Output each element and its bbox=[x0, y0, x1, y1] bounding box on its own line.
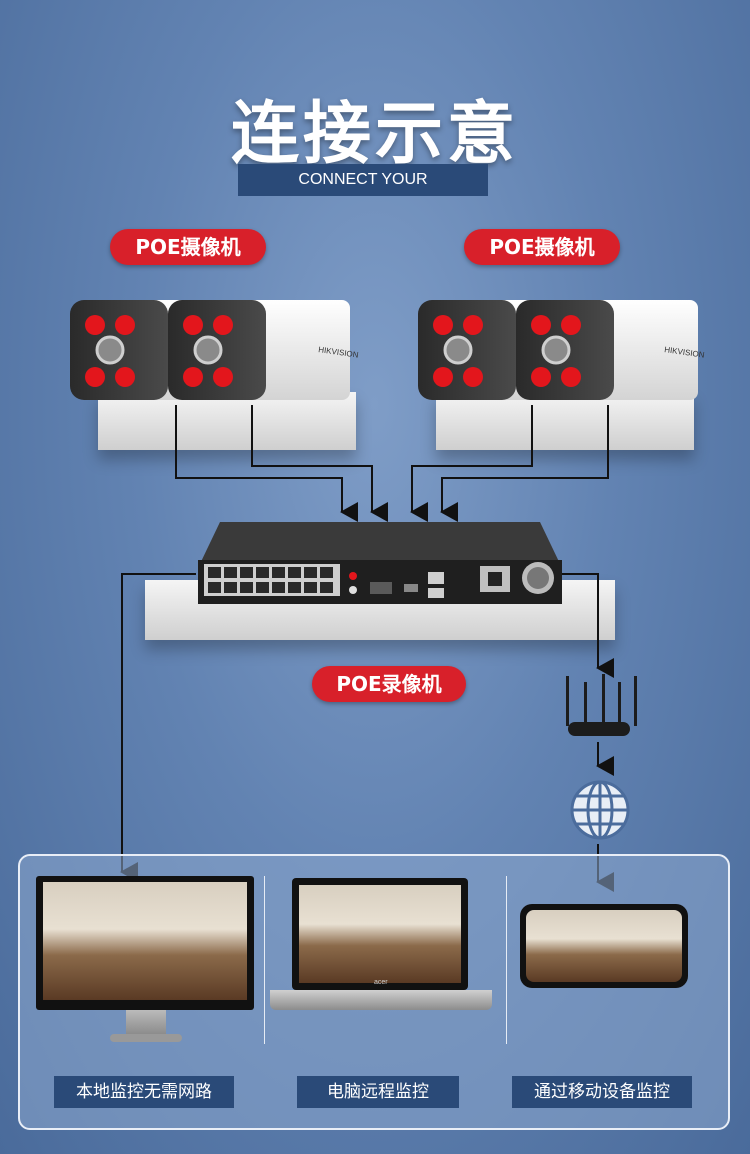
cable-camera-1 bbox=[175, 405, 358, 522]
phone-icon bbox=[520, 904, 688, 988]
camera-4: HIKVISION bbox=[516, 300, 705, 400]
camera-group-left-label: POE摄像机 bbox=[110, 229, 266, 265]
divider bbox=[506, 876, 507, 1044]
monitor-icon bbox=[36, 876, 254, 1010]
cable-camera-3 bbox=[410, 405, 533, 522]
cable-nvr-monitor bbox=[120, 573, 196, 882]
monitor-stand bbox=[126, 1010, 166, 1036]
page-title: 连接示意 bbox=[230, 95, 519, 174]
cable-camera-2 bbox=[251, 405, 388, 522]
label-pc-remote-monitoring: 电脑远程监控 bbox=[297, 1076, 459, 1108]
router-icon bbox=[566, 674, 637, 736]
page-subtitle: CONNECT YOUR bbox=[238, 164, 488, 196]
laptop-keyboard: acer bbox=[270, 979, 492, 1010]
monitor-base bbox=[110, 1034, 182, 1042]
nvr-label: POE录像机 bbox=[312, 666, 466, 702]
cameras: HIKVISION HIKVISION bbox=[70, 300, 705, 400]
camera-group-right-label: POE摄像机 bbox=[464, 229, 620, 265]
globe-icon bbox=[570, 780, 630, 840]
laptop-screen bbox=[299, 885, 461, 983]
label-local-monitoring: 本地监控无需网路 bbox=[54, 1076, 234, 1108]
cable-camera-4 bbox=[440, 405, 609, 522]
laptop-icon bbox=[292, 878, 468, 990]
divider bbox=[264, 876, 265, 1044]
camera-platform-right bbox=[436, 392, 694, 450]
camera-platform-left bbox=[98, 392, 356, 450]
laptop-brand: acer bbox=[374, 979, 388, 986]
phone-screen bbox=[526, 910, 682, 982]
nvr-device bbox=[198, 522, 562, 604]
label-mobile-monitoring: 通过移动设备监控 bbox=[512, 1076, 692, 1108]
cable-nvr-router bbox=[562, 573, 614, 678]
camera-2: HIKVISION bbox=[168, 300, 359, 400]
monitor-screen bbox=[43, 882, 247, 1000]
